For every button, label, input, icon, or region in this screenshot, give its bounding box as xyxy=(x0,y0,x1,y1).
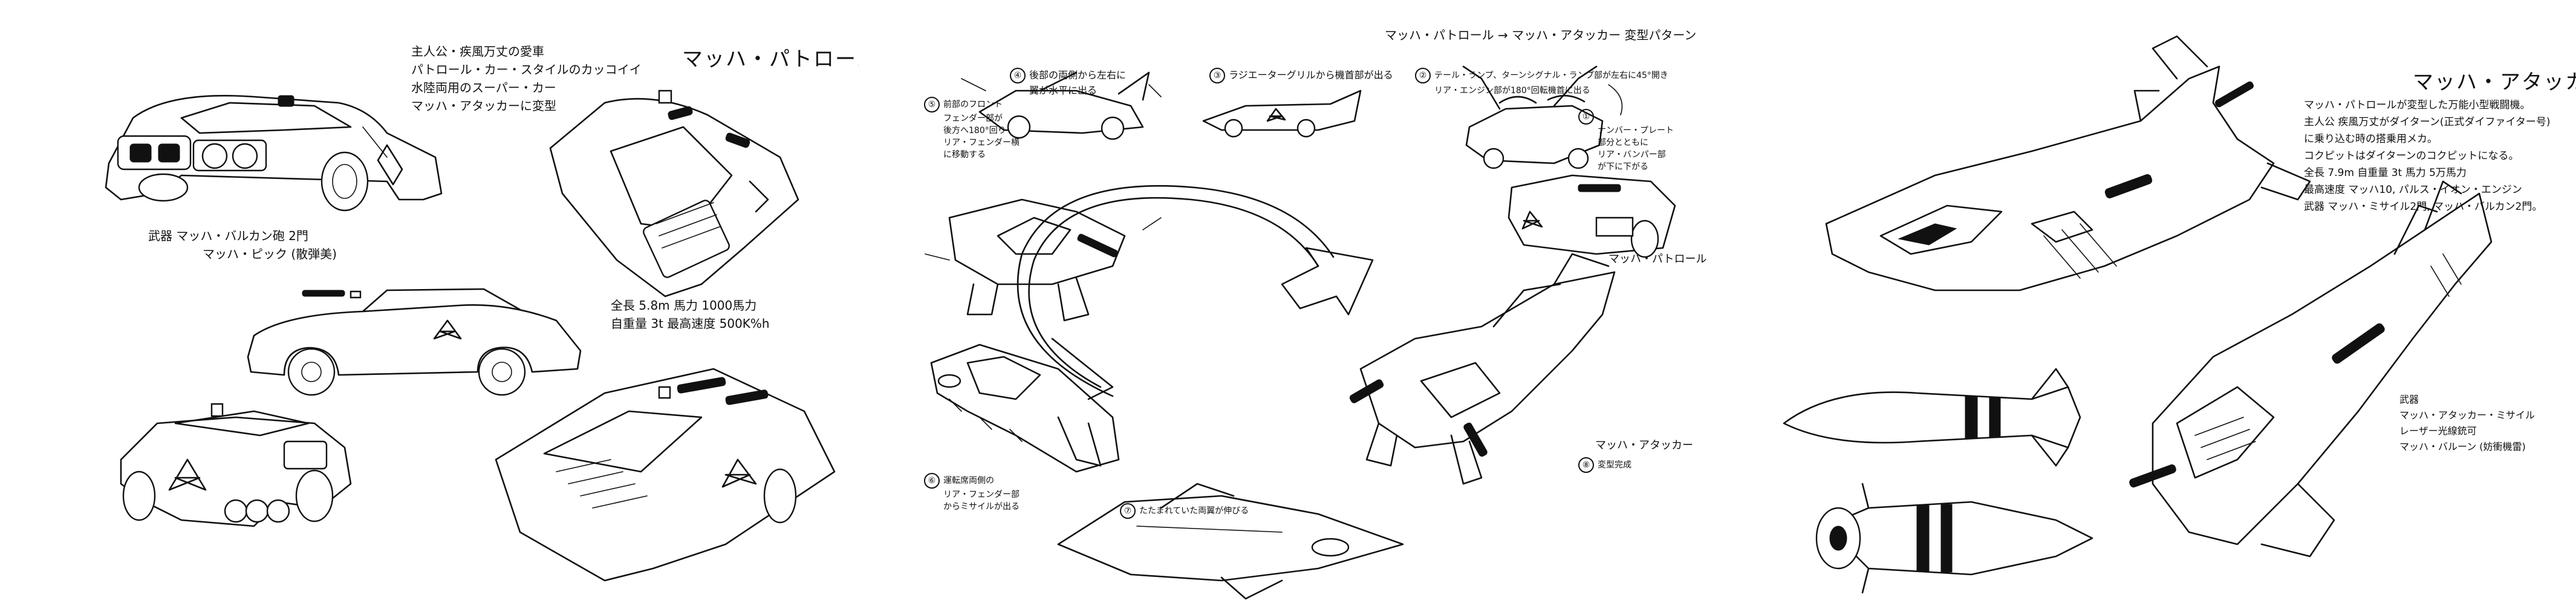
car-rear-view-drawing xyxy=(121,404,351,526)
panel3-weapons-heading: 武器 xyxy=(2399,394,2419,405)
step-text: テール・ランプ、ターンシグナル・ランプ部が左右に45°開き xyxy=(1434,71,1668,80)
stage-drawing xyxy=(1349,254,1615,484)
attacker-front-view-drawing xyxy=(2129,181,2491,556)
stage-drawing xyxy=(1203,91,1361,137)
mach-attacker-drawings xyxy=(1717,0,2576,612)
panel1-notes: 主人公・疾風万丈の愛車 パトロール・カー・スタイルのカッコイイ 水陸両用のスーパ… xyxy=(411,42,642,115)
panel1-note-line: マッハ・アタッカーに変型 xyxy=(411,99,556,113)
panel3-note-line: マッハ・パトロールが変型した万能小型戦闘機。 xyxy=(2304,99,2531,111)
step-3-note: ③ ラジエーターグリルから機首部が出る xyxy=(1209,68,1393,83)
step-1-note: ① ナンバー・プレート 部分とともに リア・バンパー部 が下に下がる xyxy=(1578,109,1674,173)
panel1-weapons: 武器 マッハ・バルカン砲 2門 マッハ・ピック (散弾美) xyxy=(148,227,337,263)
step-text: ラジエーターグリルから機首部が出る xyxy=(1229,69,1393,81)
panel1-title: マッハ・パトロール xyxy=(682,47,879,71)
panel1-specs: 全長 5.8m 馬力 1000馬力 自重量 3t 最高速度 500K%h xyxy=(611,296,770,333)
step-text: リア・エンジン部が180°回転機首に出る xyxy=(1434,86,1590,96)
car-rear-top-view-drawing xyxy=(496,369,834,581)
step-text: 運転席両側の xyxy=(943,476,994,486)
attacker-side-view-drawing xyxy=(1826,36,2310,290)
step-number-badge: ⑤ xyxy=(924,97,940,112)
step-text: ナンバー・プレート xyxy=(1598,126,1674,135)
step-text: 前部のフロント xyxy=(943,100,1003,109)
step-text: 変型完成 xyxy=(1598,460,1631,470)
car-side-view-drawing xyxy=(248,289,581,395)
stage-drawing xyxy=(1463,67,1622,168)
panel2-header: マッハ・パトロール → マッハ・アタッカー 変型パターン xyxy=(1385,28,1697,42)
panel1-note-line: 水陸両用のスーパー・カー xyxy=(411,80,556,95)
step-text: フェンダー部が xyxy=(943,114,1003,123)
panel3-weapons: 武器 マッハ・アタッカー・ミサイル レーザー光線銃可 マッハ・バルーン (妨衝機… xyxy=(2399,392,2535,455)
panel1-spec-line: 全長 5.8m 馬力 1000馬力 xyxy=(611,298,757,313)
step-number-badge: ② xyxy=(1415,68,1431,83)
panel3-note-line: 武器 マッハ・ミサイル2門, マッハ・バルカン2門。 xyxy=(2304,201,2543,213)
car-top-view-drawing xyxy=(550,91,798,296)
panel-mach-attacker: マッハ・アタッカー マッハ・パトロールが変型した万能小型戦闘機。 主人公 疾風万… xyxy=(1717,0,2576,612)
step-text: からミサイルが出る xyxy=(943,502,1020,512)
panel1-weapon-line: マッハ・ピック (散弾美) xyxy=(203,247,337,261)
missile-drawing xyxy=(1784,369,2080,466)
step-number-badge: ⑥ xyxy=(924,473,940,489)
stage-drawing xyxy=(1058,484,1403,599)
panel3-note-line: 最高速度 マッハ10, パルス・イオン・エンジン xyxy=(2304,184,2522,196)
panel3-weapon-line: マッハ・アタッカー・ミサイル xyxy=(2399,409,2535,421)
panel3-weapon-line: レーザー光線銃可 xyxy=(2399,425,2477,437)
stage-drawing xyxy=(1509,175,1675,257)
panel3-title: マッハ・アタッカー xyxy=(2413,70,2576,94)
step-text: 後部の両側から左右に xyxy=(1029,69,1127,81)
step-text: リア・バンパー部 xyxy=(1598,150,1666,160)
step-number-badge: ⑦ xyxy=(1120,503,1136,519)
step-8-note: ⑧ 変型完成 xyxy=(1578,457,1631,473)
panel3-note-line: コクピットはダイターンのコクピットになる。 xyxy=(2304,150,2519,162)
panel1-spec-line: 自重量 3t 最高速度 500K%h xyxy=(611,316,770,331)
panel3-note-line: 全長 7.9m 自重量 3t 馬力 5万馬力 xyxy=(2304,167,2467,179)
panel3-notes: マッハ・パトロールが変型した万能小型戦闘機。 主人公 疾風万丈がダイターン(正式… xyxy=(2304,97,2550,215)
panel-mach-patrol: マッハ・パトロール 主人公・疾風万丈の愛車 パトロール・カー・スタイルのカッコイ… xyxy=(0,0,877,612)
panel1-note-line: パトロール・カー・スタイルのカッコイイ xyxy=(411,62,642,77)
mach-patrol-drawings xyxy=(0,0,859,612)
missile-drawing xyxy=(1817,484,2092,593)
transformation-drawings xyxy=(859,0,1717,612)
label-mach-patrol: マッハ・パトロール xyxy=(1608,253,1707,265)
step-number-badge: ① xyxy=(1578,109,1594,125)
step-text: 後方へ180°回り xyxy=(943,126,1006,135)
step-text: リア・フェンダー部 xyxy=(943,490,1020,500)
step-text: 部分とともに xyxy=(1598,138,1648,148)
transformation-loop-arrow xyxy=(1018,186,1373,399)
step-number-badge: ③ xyxy=(1209,68,1225,83)
panel3-note-line: に乗り込む時の搭乗用メカ。 xyxy=(2304,133,2438,145)
step-number-badge: ⑧ xyxy=(1578,457,1594,473)
step-text: リア・フェンダー横 xyxy=(943,138,1020,148)
panel1-note-line: 主人公・疾風万丈の愛車 xyxy=(411,44,544,59)
step-number-badge: ④ xyxy=(1010,68,1026,83)
step-text: に移動する xyxy=(943,150,986,160)
step-text: が下に下がる xyxy=(1598,162,1648,172)
label-mach-attacker: マッハ・アタッカー xyxy=(1595,439,1693,452)
panel3-weapon-line: マッハ・バルーン (妨衝機雷) xyxy=(2399,441,2526,452)
stage-drawing xyxy=(925,200,1161,321)
car-front-view-drawing xyxy=(106,96,441,210)
step-text: 翼が水平に出る xyxy=(1029,85,1098,96)
panel3-note-line: 主人公 疾風万丈がダイターン(正式ダイファイター号) xyxy=(2304,116,2551,128)
stage-drawing xyxy=(961,73,1161,139)
panel1-weapon-line: 武器 マッハ・バルカン砲 2門 xyxy=(148,229,308,243)
stage-drawing xyxy=(931,345,1119,472)
step-text: たたまれていた両翼が伸びる xyxy=(1139,506,1249,516)
